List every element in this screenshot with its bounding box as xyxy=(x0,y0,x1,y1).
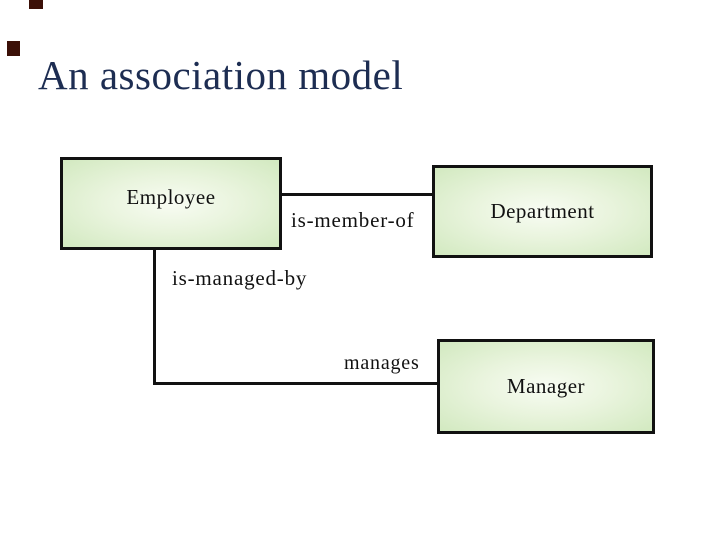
node-employee-label: Employee xyxy=(126,185,216,209)
edge-label-is-managed-by: is-managed-by xyxy=(172,266,308,290)
node-manager-label: Manager xyxy=(506,374,586,398)
node-department: Department xyxy=(432,165,653,258)
connector-employee-manager-vertical xyxy=(153,248,156,385)
node-employee: Employee xyxy=(60,157,282,250)
connector-employee-department xyxy=(279,193,435,196)
node-manager: Manager xyxy=(437,339,655,434)
slide-title: An association model xyxy=(38,52,404,98)
slide-edge-mark-left xyxy=(7,41,20,56)
edge-label-is-member-of: is-member-of xyxy=(291,208,415,232)
edge-label-manages: manages xyxy=(344,352,420,374)
node-department-label: Department xyxy=(490,199,595,223)
slide-edge-mark-top xyxy=(29,0,43,9)
connector-employee-manager-horizontal xyxy=(153,382,440,385)
